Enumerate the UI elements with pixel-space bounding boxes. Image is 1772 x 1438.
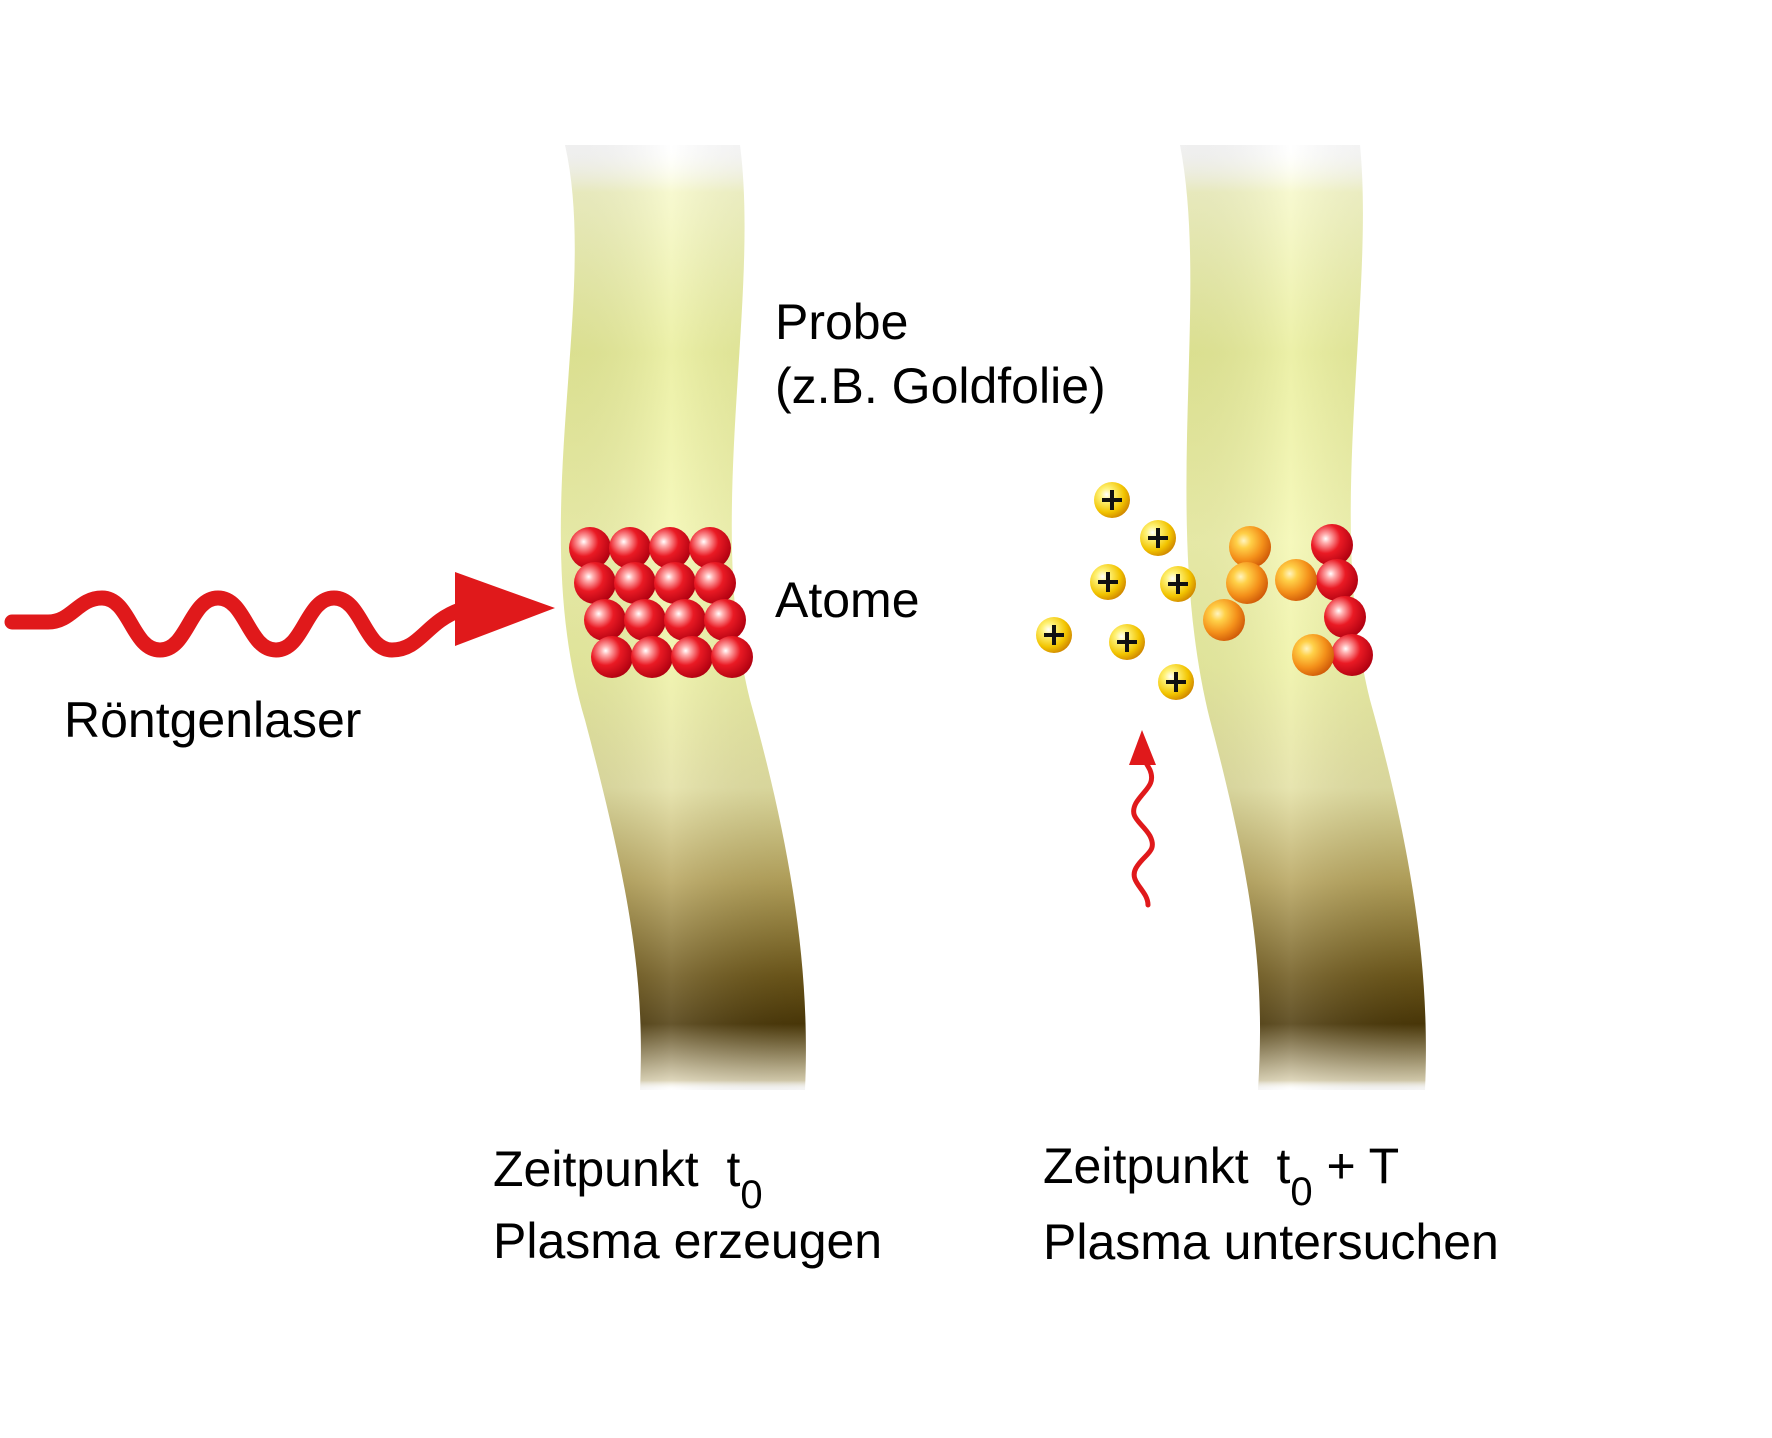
caption-right-suffix: + T <box>1312 1138 1400 1194</box>
ion <box>1109 624 1145 660</box>
atom-ionized <box>1229 526 1271 568</box>
atom-ionized <box>1203 599 1245 641</box>
foil-right <box>1180 145 1426 1090</box>
caption-right: Zeitpunkt t0 + T Plasma untersuchen <box>1043 1130 1499 1278</box>
atom <box>609 527 651 569</box>
ion <box>1160 566 1196 602</box>
caption-right-prefix: Zeitpunkt t <box>1043 1138 1291 1194</box>
atom <box>591 636 633 678</box>
probe-arrow <box>1129 730 1156 908</box>
caption-right-line1: Zeitpunkt t0 + T <box>1043 1130 1499 1214</box>
atom <box>1324 596 1366 638</box>
atom <box>574 562 616 604</box>
atom <box>671 636 713 678</box>
laser-label: Röntgenlaser <box>64 692 362 748</box>
atom <box>704 599 746 641</box>
atom <box>631 636 673 678</box>
atom-grid-left <box>569 527 753 678</box>
atom-cluster-right <box>1203 524 1373 676</box>
atom <box>569 527 611 569</box>
caption-left-line2: Plasma erzeugen <box>493 1213 883 1269</box>
atom <box>654 562 696 604</box>
ion <box>1036 617 1072 653</box>
atom <box>664 599 706 641</box>
atom <box>649 527 691 569</box>
atom <box>1316 559 1358 601</box>
atom <box>1331 634 1373 676</box>
atom-ionized <box>1275 559 1317 601</box>
ion <box>1094 482 1130 518</box>
caption-left-prefix: Zeitpunkt t <box>493 1141 741 1197</box>
atom <box>711 636 753 678</box>
caption-left: Zeitpunkt t0 Plasma erzeugen <box>493 1135 882 1275</box>
caption-left-line1: Zeitpunkt t0 <box>493 1135 882 1217</box>
probe-label-line2: (z.B. Goldfolie) <box>775 358 1106 414</box>
atom <box>624 599 666 641</box>
atome-label: Atome <box>775 572 920 628</box>
atom <box>614 562 656 604</box>
ion <box>1090 564 1126 600</box>
atom <box>1311 524 1353 566</box>
atom-ionized <box>1226 562 1268 604</box>
probe-label: Probe (z.B. Goldfolie) <box>775 290 1106 418</box>
xray-laser-arrow <box>4 572 555 658</box>
caption-left-subscript: 0 <box>740 1173 763 1217</box>
ion <box>1140 520 1176 556</box>
ion-group <box>1036 482 1196 700</box>
probe-label-line1: Probe <box>775 294 909 350</box>
caption-right-subscript: 0 <box>1290 1170 1313 1214</box>
caption-right-line2: Plasma untersuchen <box>1043 1214 1499 1270</box>
atom <box>694 562 736 604</box>
atom <box>689 527 731 569</box>
atom-ionized <box>1292 634 1334 676</box>
atom <box>584 599 626 641</box>
ion <box>1158 664 1194 700</box>
